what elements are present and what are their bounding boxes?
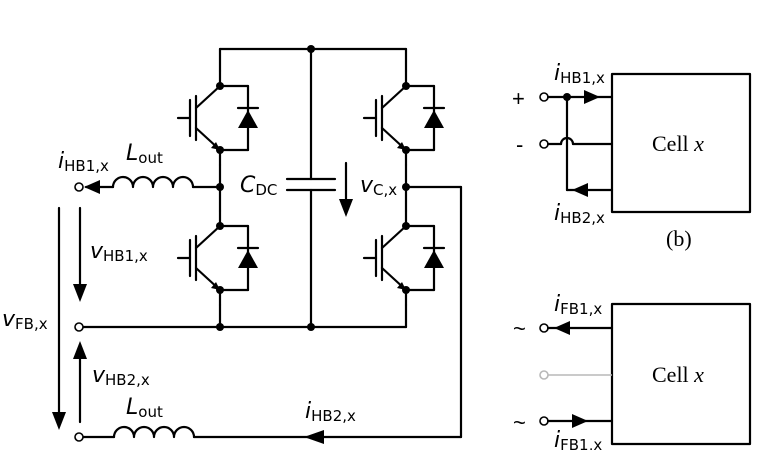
cell-symbol-b [539, 72, 752, 214]
label-cell-c-i-top: iFB1,x [554, 292, 602, 318]
cell-symbol-c [539, 302, 752, 446]
tilde-top: ~ [513, 316, 526, 341]
cell-b-box-label: Cell x [652, 131, 704, 156]
minus-sign: - [516, 132, 523, 157]
caption-b: (b) [666, 226, 692, 251]
plus-sign: + [512, 86, 525, 111]
label-l-out-top: Lout [126, 141, 163, 167]
label-v-fb: vFB,x [2, 307, 48, 333]
label-cell-b-i-bottom: iHB2,x [554, 201, 605, 227]
label-cell-c-i-bottom: iFB1,x [554, 428, 602, 450]
label-v-hb1: vHB1,x [90, 239, 148, 265]
label-c-dc: CDC [240, 173, 277, 199]
label-i-hb2: iHB2,x [305, 399, 356, 425]
label-v-hb2: vHB2,x [92, 363, 150, 389]
label-i-hb1: iHB1,x [58, 149, 109, 175]
tilde-bottom: ~ [513, 410, 526, 435]
full-bridge-circuit [52, 45, 463, 444]
label-cell-b-i-top: iHB1,x [554, 61, 605, 87]
label-l-out-bottom: Lout [126, 395, 163, 421]
label-v-c: vC,x [360, 173, 397, 199]
cell-c-box-label: Cell x [652, 362, 704, 387]
